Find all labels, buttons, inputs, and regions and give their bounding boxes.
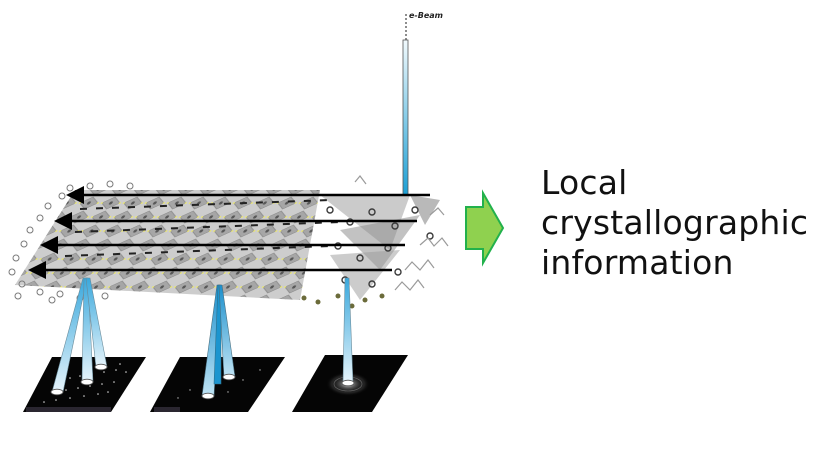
lattice-dashes [64, 199, 341, 257]
result-text-line-3: information [541, 243, 734, 282]
scan-arrow-4 [28, 261, 392, 279]
scan-arrow-3 [40, 236, 405, 254]
result-text: Local crystallographic information [541, 163, 808, 283]
diffraction-cones-2 [201, 284, 236, 400]
result-text-line-2: crystallographic [541, 203, 809, 242]
result-text-line-1: Local [541, 163, 628, 202]
scan-arrow-2 [54, 212, 417, 230]
beam-label: e-Beam [409, 11, 444, 20]
electron-beam [402, 14, 409, 196]
result-arrow-icon [465, 189, 505, 267]
diffraction-cones-1 [50, 277, 108, 396]
beam-column [402, 39, 409, 196]
scan-arrows [28, 186, 430, 279]
lattice-edge-atoms [8, 180, 134, 304]
diffraction-cones-3 [341, 277, 355, 387]
diffraction-spots-1 [43, 363, 127, 403]
scan-arrow-1 [66, 186, 430, 204]
disordered-region [301, 175, 449, 309]
